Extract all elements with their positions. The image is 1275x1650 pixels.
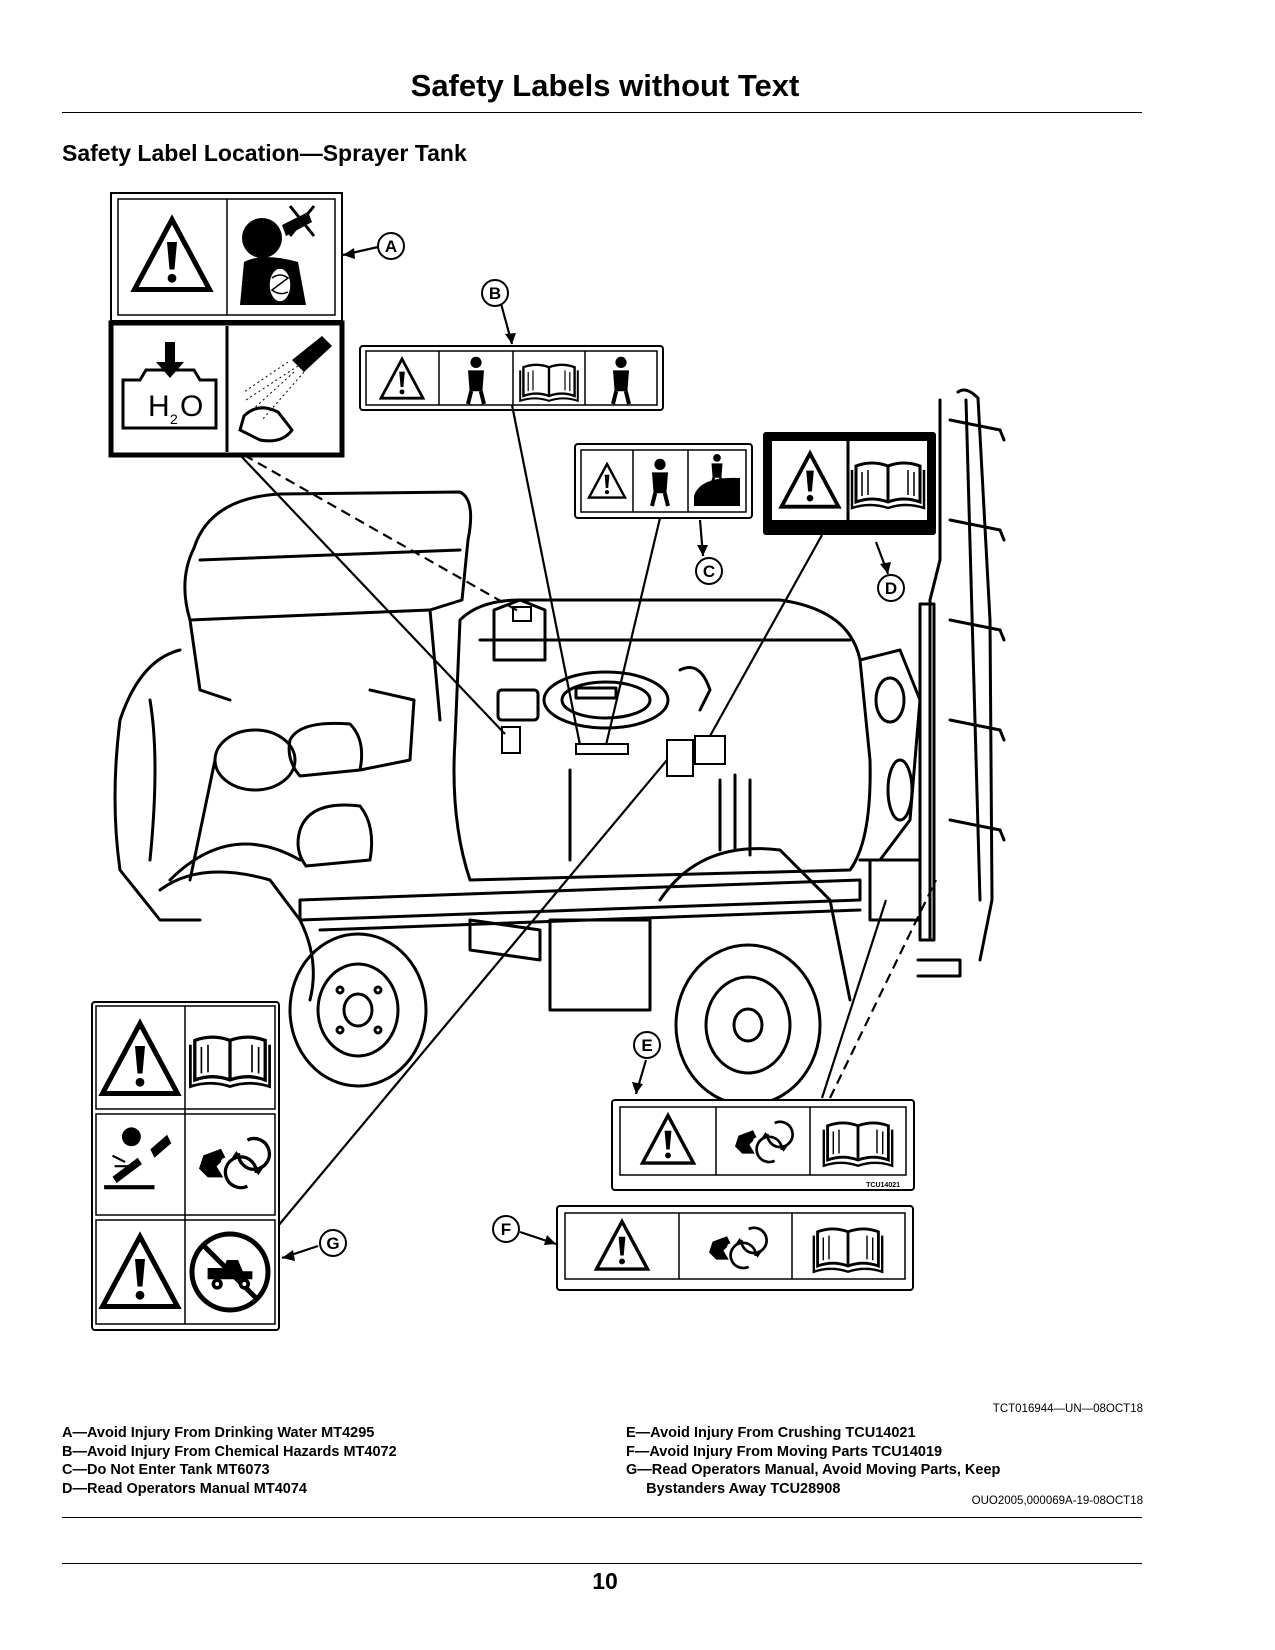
safety-label-d xyxy=(763,432,936,535)
callout-g: G xyxy=(319,1229,347,1257)
legend-item: Bystanders Away TCU28908 xyxy=(626,1480,841,1497)
svg-text:F: F xyxy=(501,1220,511,1239)
section-divider xyxy=(62,1517,1142,1518)
callout-a: A xyxy=(377,232,405,260)
callout-c: C xyxy=(695,557,723,585)
safety-label-a: H 2 O xyxy=(108,192,345,458)
safety-label-c xyxy=(574,443,753,519)
page-number: 10 xyxy=(592,1568,618,1594)
do-not-enter-tank-icon xyxy=(694,452,740,506)
safety-label-g xyxy=(91,1001,280,1331)
callout-d: D xyxy=(877,574,905,602)
sprayer-vehicle xyxy=(113,388,1006,1107)
svg-text:H: H xyxy=(148,390,170,423)
page-title: Safety Labels without Text xyxy=(410,68,800,103)
legend-item: G—Read Operators Manual, Avoid Moving Pa… xyxy=(626,1462,1001,1478)
legend-left: A—Avoid Injury From Drinking Water MT429… xyxy=(62,1424,397,1498)
leader-lines xyxy=(239,245,937,1260)
legend-right: E—Avoid Injury From Crushing TCU14021 F—… xyxy=(626,1424,1000,1498)
label-code-e: TCU14021 xyxy=(866,1182,900,1189)
keep-bystanders-away-icon xyxy=(189,1231,271,1313)
svg-text:2: 2 xyxy=(170,411,178,427)
wash-hands-icon xyxy=(238,336,332,443)
svg-text:C: C xyxy=(703,562,715,581)
title-divider xyxy=(62,112,1142,113)
callout-f: F xyxy=(492,1215,520,1243)
water-tank-icon: H 2 O xyxy=(121,342,218,430)
safety-label-e: TCU14021 xyxy=(611,1099,915,1191)
legend-item: B—Avoid Injury From Chemical Hazards MT4… xyxy=(62,1443,397,1460)
legend-item: D—Read Operators Manual MT4074 xyxy=(62,1480,307,1497)
legend-item: C—Do Not Enter Tank MT6073 xyxy=(62,1462,270,1478)
svg-text:G: G xyxy=(326,1234,339,1253)
figure-id: TCT016944—UN—08OCT18 xyxy=(992,1403,1143,1415)
safety-label-f xyxy=(556,1205,914,1291)
legend-item: E—Avoid Injury From Crushing TCU14021 xyxy=(626,1425,916,1441)
svg-text:B: B xyxy=(489,284,501,303)
document-reference: OUO2005,000069A-19-08OCT18 xyxy=(971,1495,1143,1507)
section-title: Safety Label Location—Sprayer Tank xyxy=(62,140,467,166)
callout-b: B xyxy=(481,279,509,307)
svg-text:O: O xyxy=(180,390,203,423)
svg-text:D: D xyxy=(885,579,897,598)
svg-text:A: A xyxy=(385,237,397,256)
footer-divider xyxy=(62,1563,1142,1564)
safety-label-b xyxy=(359,345,664,411)
callout-e: E xyxy=(633,1031,661,1059)
legend-item: A—Avoid Injury From Drinking Water MT429… xyxy=(62,1425,375,1441)
drinking-water-icon xyxy=(240,205,316,305)
svg-text:E: E xyxy=(641,1036,652,1055)
legend-item: F—Avoid Injury From Moving Parts TCU1401… xyxy=(626,1443,943,1460)
